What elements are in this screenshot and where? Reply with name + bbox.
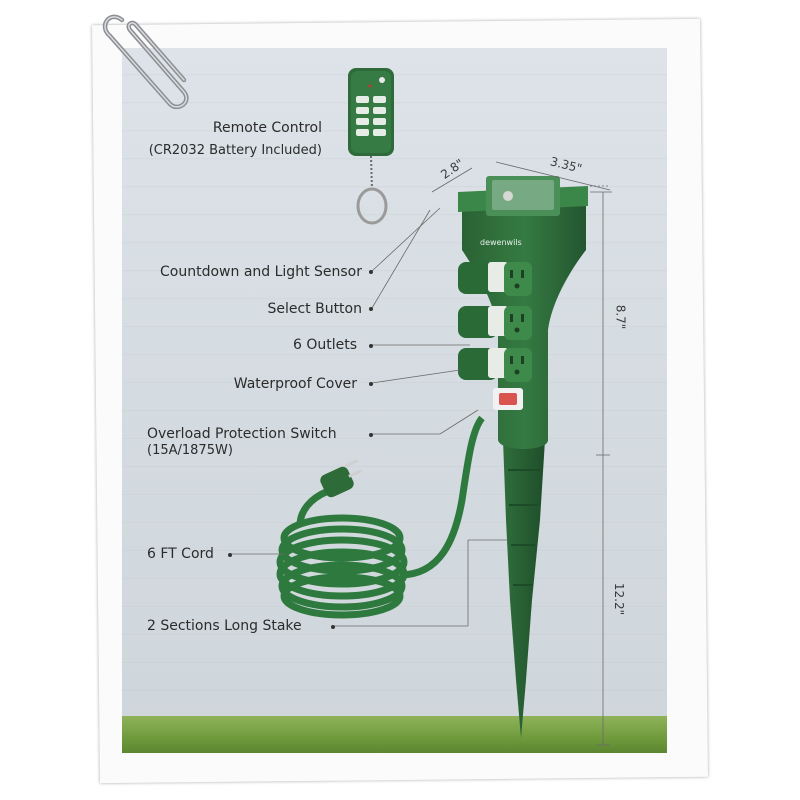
leader-lines (230, 161, 612, 746)
callout-dot (228, 553, 232, 557)
paperclip-icon (102, 14, 189, 110)
label-overload-spec: (15A/1875W) (147, 443, 233, 458)
label-stake: 2 Sections Long Stake (147, 618, 302, 634)
product-photo (122, 48, 667, 753)
label-overload-switch: Overload Protection Switch (147, 426, 337, 442)
callout-dot (369, 382, 373, 386)
label-battery: (CR2032 Battery Included) (148, 143, 322, 158)
dimension-stake-length: 12.2" (612, 582, 627, 616)
label-countdown-sensor: Countdown and Light Sensor (160, 264, 362, 280)
plug-icon (320, 459, 363, 498)
stake (503, 440, 545, 738)
label-waterproof-cover: Waterproof Cover (233, 376, 357, 392)
svg-text:dewenwils: dewenwils (480, 238, 522, 247)
callout-dot (369, 307, 373, 311)
callout-dot (331, 625, 335, 629)
label-cord: 6 FT Cord (147, 546, 214, 562)
remote-control (348, 68, 394, 225)
callout-dot (369, 344, 373, 348)
outlet-body: dewenwils (458, 176, 588, 449)
dimension-body-height: 8.7" (613, 304, 628, 330)
cord-coil (276, 415, 485, 619)
callout-dot (369, 433, 373, 437)
label-outlets: 6 Outlets (292, 337, 357, 353)
grass-strip (122, 716, 667, 753)
label-select-button: Select Button (267, 301, 362, 317)
callout-dot (369, 270, 373, 274)
label-remote-control: Remote Control (212, 120, 322, 136)
